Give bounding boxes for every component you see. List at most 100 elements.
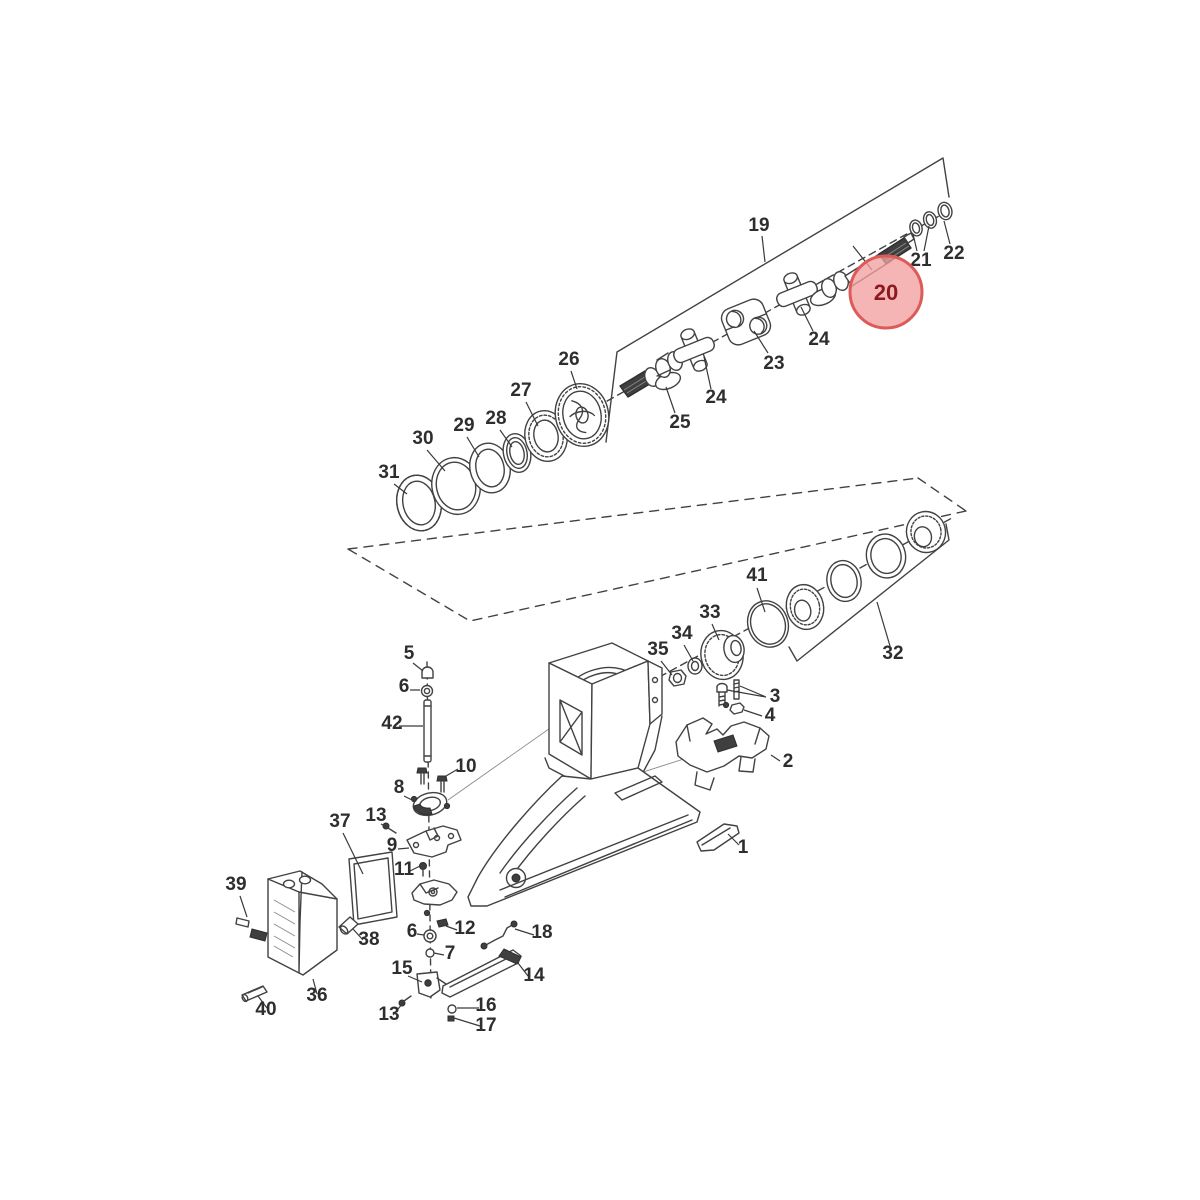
- bolt-12: [436, 918, 449, 928]
- part-label-19: 19: [748, 215, 769, 236]
- part-label-28: 28: [485, 408, 506, 429]
- part-labels: 19 21 22 23 24 24 25 26 27 28 29 30 31 4…: [225, 215, 964, 1036]
- housing-right-ear: [647, 660, 663, 725]
- bolts-10: [416, 767, 448, 793]
- highlight-circle[interactable]: [848, 254, 924, 330]
- part-label-12: 12: [454, 918, 475, 939]
- part-label-40: 40: [255, 999, 276, 1020]
- rings-dashed-box: [347, 477, 967, 622]
- part-label-17: 17: [475, 1015, 496, 1036]
- washer-7: [425, 948, 435, 958]
- bearing-group-bracket: [788, 523, 950, 662]
- part-label-33: 33: [699, 602, 720, 623]
- part-label-24-lower: 24: [705, 387, 727, 408]
- trim-bracket-step: [614, 775, 663, 801]
- part-label-35: 35: [647, 639, 669, 660]
- mount-fasteners: [675, 679, 770, 852]
- part-label-16: 16: [475, 995, 496, 1016]
- transom-plate-lines: [499, 814, 693, 898]
- highlight-part-20[interactable]: 20: [848, 254, 924, 330]
- tapered-bearing-outer: [905, 510, 947, 554]
- u-joint-cross-24-upper: [776, 272, 818, 316]
- part-label-14: 14: [523, 965, 545, 986]
- part-label-11: 11: [394, 859, 415, 880]
- ring-26-coupler: [554, 382, 610, 448]
- part-label-25: 25: [669, 412, 691, 433]
- center-coupler-23: [720, 298, 772, 346]
- part-label-6-lower: 6: [407, 921, 418, 942]
- assembly-19-bracket-line: [605, 157, 950, 443]
- part-label-2: 2: [783, 751, 794, 772]
- part-label-42: 42: [381, 713, 402, 734]
- bolt-11: [419, 862, 427, 877]
- stud-3: [733, 679, 740, 700]
- washer-16: [447, 1004, 457, 1014]
- housing-front-window: [559, 699, 583, 756]
- part-label-27: 27: [510, 380, 531, 401]
- part-label-29: 29: [453, 415, 474, 436]
- housing-right-face: [590, 660, 651, 780]
- part-label-15: 15: [391, 958, 413, 979]
- part-label-1: 1: [738, 837, 749, 858]
- drive-gear-33: [700, 629, 745, 681]
- bearing-group-32: [668, 510, 950, 687]
- part-label-4: 4: [765, 705, 776, 726]
- part-label-10: 10: [455, 756, 476, 777]
- ground-plate-9: [406, 825, 462, 858]
- part-label-30: 30: [412, 428, 433, 449]
- rod-42: [423, 699, 432, 763]
- part-label-13-lower: 13: [378, 1004, 399, 1025]
- retainer-clamp-8: [410, 791, 451, 817]
- plate-2: [675, 717, 770, 791]
- part-label-22: 22: [943, 243, 964, 264]
- wedge-plate-1: [696, 823, 740, 852]
- pins-39: [235, 917, 268, 942]
- screw-13-lower: [398, 995, 412, 1007]
- part-label-6-upper: 6: [399, 676, 410, 697]
- part-label-18: 18: [531, 922, 552, 943]
- clevis-15: [416, 971, 447, 998]
- lower-unit-body: [467, 767, 701, 907]
- washer-nut-4: [722, 701, 745, 715]
- ring-6-lower: [423, 929, 437, 943]
- part-label-26: 26: [558, 349, 579, 370]
- housing-front-face: [548, 662, 593, 780]
- roller-38: [338, 916, 359, 935]
- o-rings-21-22: [909, 201, 953, 237]
- ring-6-upper: [420, 684, 434, 698]
- link-bracket-18: [480, 920, 518, 950]
- part-label-9: 9: [387, 835, 398, 856]
- part-label-7: 7: [445, 943, 456, 964]
- gasket-37: [348, 851, 398, 926]
- anode-block-36: [267, 870, 338, 976]
- exhaust-arm-curve: [499, 787, 586, 877]
- bolt-3: [716, 682, 728, 707]
- gimbal-housing: [447, 642, 719, 907]
- part-label-34: 34: [671, 623, 693, 644]
- u-joint-cross-24-lower: [673, 328, 715, 372]
- bottom-left-group: [235, 851, 398, 1003]
- part-label-23: 23: [763, 353, 784, 374]
- cap-nut-5: [421, 666, 434, 679]
- part-label-3: 3: [770, 686, 781, 707]
- part-label-36: 36: [306, 985, 327, 1006]
- part-label-8: 8: [394, 777, 405, 798]
- gear-nut-35: [668, 669, 687, 687]
- front-yoke-25: [619, 351, 683, 398]
- o-ring-41: [746, 600, 790, 648]
- pin-40: [241, 985, 268, 1003]
- leader-lines: [239, 220, 951, 1027]
- bearing-race-ring-a: [826, 559, 862, 603]
- part-label-24-upper: 24: [808, 329, 830, 350]
- part-label-5: 5: [404, 643, 415, 664]
- nut-17: [447, 1015, 455, 1022]
- gear-washer-34: [687, 657, 703, 675]
- seal-ring-series: [396, 382, 610, 532]
- driveshaft-assembly: [619, 201, 953, 398]
- shift-cam-plate: [411, 879, 458, 906]
- part-label-21: 21: [910, 250, 932, 271]
- part-label-39: 39: [225, 874, 246, 895]
- part-label-13-upper: 13: [365, 805, 386, 826]
